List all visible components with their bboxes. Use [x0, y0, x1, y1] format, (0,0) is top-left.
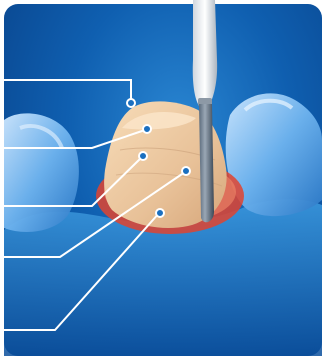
callout-point-1: [127, 99, 135, 107]
callout-point-3: [139, 152, 147, 160]
instrument-tip: [199, 104, 214, 222]
callout-point-5: [156, 209, 164, 217]
callout-point-4: [182, 167, 190, 175]
left-tooth: [4, 113, 79, 232]
instrument-handle: [193, 0, 217, 104]
callout-line-1: [4, 80, 131, 101]
callout-point-2: [143, 125, 151, 133]
